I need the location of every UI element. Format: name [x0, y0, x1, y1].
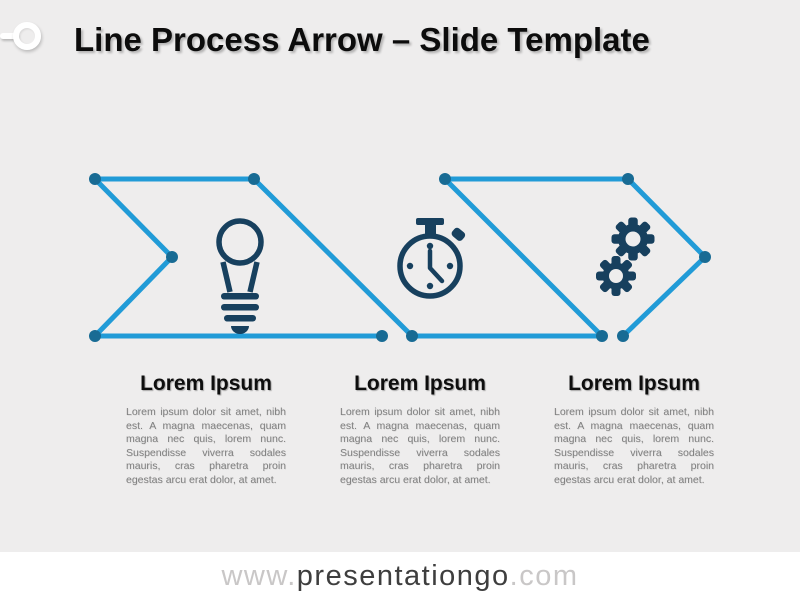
step-title: Lorem Ipsum: [568, 372, 700, 395]
step-title: Lorem Ipsum: [354, 372, 486, 395]
url-prefix: www.: [221, 559, 297, 592]
stopwatch-icon: [397, 218, 466, 299]
lightbulb-icon: [216, 218, 264, 334]
slide: Line Process Arrow – Slide Template: [0, 21, 714, 487]
step-title: Lorem Ipsum: [140, 372, 272, 395]
footer-url: www.presentationgo.com: [0, 552, 800, 600]
step-column-3: Lorem Ipsum Lorem ipsum dolor sit amet, …: [554, 372, 714, 487]
binder-bar: [0, 33, 18, 39]
step-body: Lorem ipsum dolor sit amet, nibh est. A …: [554, 406, 714, 486]
url-brand: presentationgo: [296, 559, 510, 592]
process-arrow-diagram: [89, 173, 711, 342]
chevron-lines: [93, 176, 707, 339]
step-column-1: Lorem Ipsum Lorem ipsum dolor sit amet, …: [126, 372, 286, 487]
url-suffix: .com: [509, 559, 579, 592]
slide-title: Line Process Arrow – Slide Template: [74, 21, 650, 58]
gears-icon: [596, 217, 655, 296]
step-column-2: Lorem Ipsum Lorem ipsum dolor sit amet, …: [340, 372, 500, 487]
step-body: Lorem ipsum dolor sit amet, nibh est. A …: [126, 406, 286, 486]
vertex-dots: [89, 173, 711, 342]
step-body: Lorem ipsum dolor sit amet, nibh est. A …: [340, 406, 500, 486]
binder-ring-icon: [13, 22, 41, 50]
